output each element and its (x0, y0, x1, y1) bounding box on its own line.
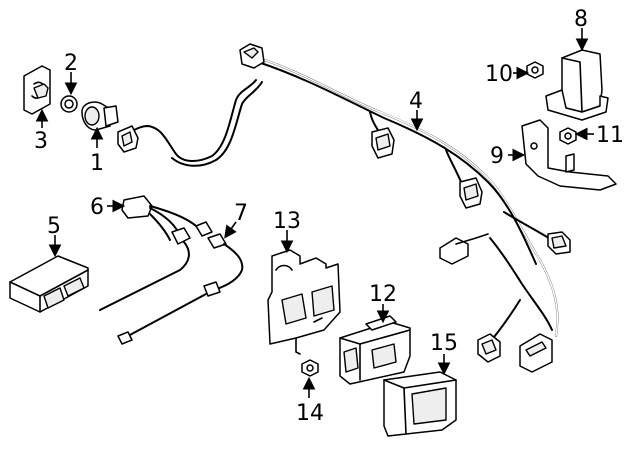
part-10-nut (526, 61, 544, 79)
part-6-pigtail (99, 195, 213, 311)
callout-11: 11 (596, 123, 624, 148)
part-9-bracket (521, 119, 617, 191)
callout-14: 14 (296, 401, 324, 426)
callout-1: 1 (90, 151, 104, 176)
callout-labels: 2 1 3 4 5 6 7 8 9 10 11 12 13 14 15 (34, 7, 624, 426)
part-15-bracket (383, 371, 457, 437)
harness-connector-d (439, 233, 489, 265)
part-5-module (9, 255, 89, 313)
part-11-nut (559, 127, 577, 145)
part-14-nut (301, 359, 319, 377)
part-13-plate (267, 249, 341, 355)
callout-13: 13 (273, 209, 301, 234)
part-8-cover (545, 49, 609, 121)
part-7-pigtail (117, 233, 244, 345)
callout-12: 12 (369, 282, 397, 307)
part-2-ring (60, 95, 78, 113)
callout-6: 6 (90, 195, 104, 220)
callout-10: 10 (485, 62, 513, 87)
harness-connector-a (371, 127, 395, 159)
harness-connector-b (459, 177, 483, 209)
harness-connector-c (547, 231, 571, 255)
callout-8: 8 (574, 7, 588, 32)
harness-connector-left (117, 125, 139, 153)
leader-arrows (35, 28, 594, 398)
callout-4: 4 (409, 89, 423, 114)
callout-15: 15 (430, 331, 458, 356)
part-4-harness (127, 55, 559, 343)
harness-connector-f (519, 333, 553, 373)
harness-connector-e (477, 333, 501, 363)
callout-3: 3 (34, 129, 48, 154)
callout-7: 7 (234, 201, 248, 226)
harness-connector-top (239, 43, 265, 69)
part-1-sensor (81, 101, 119, 131)
callout-2: 2 (64, 51, 78, 76)
callout-9: 9 (490, 144, 504, 169)
part-3-bracket (23, 65, 51, 115)
part-12-unit (339, 315, 411, 385)
callout-5: 5 (47, 214, 61, 239)
